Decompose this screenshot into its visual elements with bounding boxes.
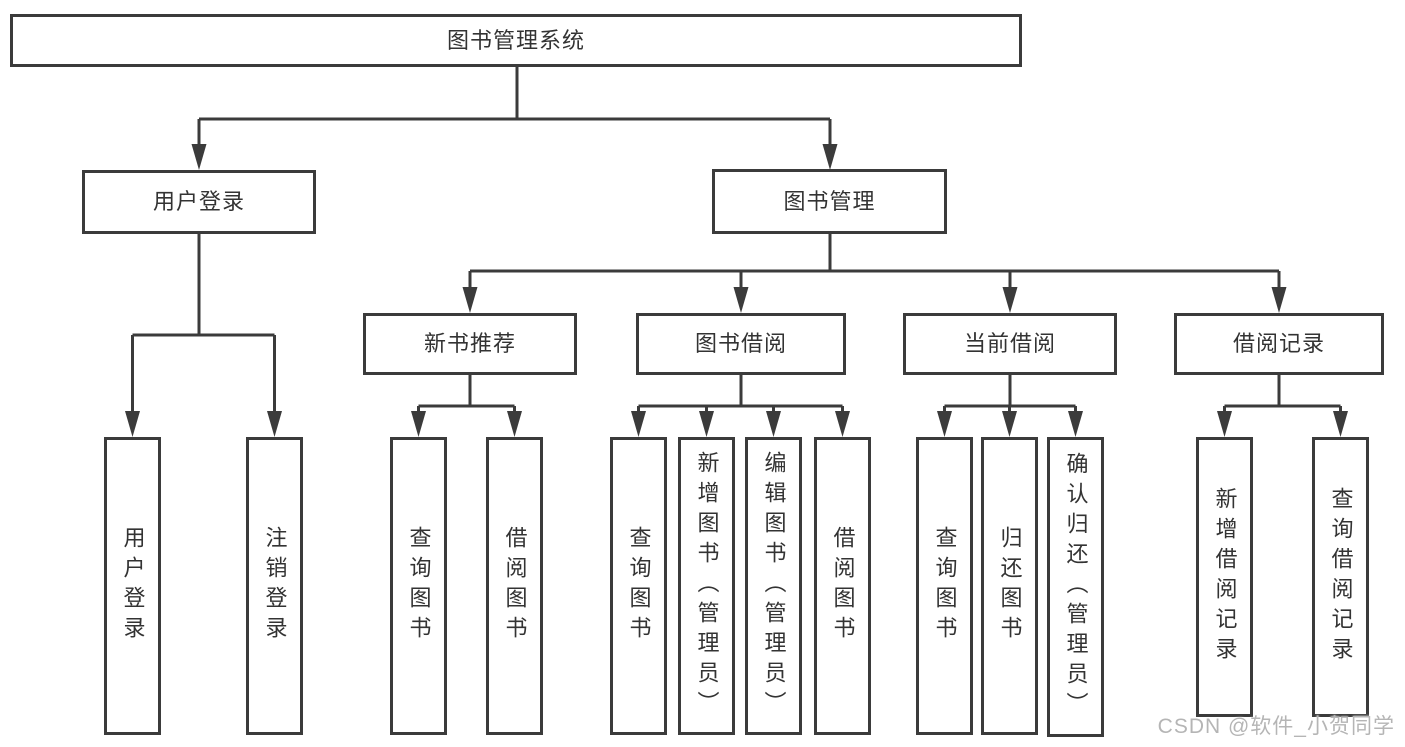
leaf-logout-label: 注销登录 — [262, 526, 288, 646]
leaf-user-login: 用户登录 — [104, 437, 161, 735]
arrow-icon — [1271, 287, 1287, 313]
arrowheads — [125, 144, 1348, 437]
leaf-query-borrow-record: 查询借阅记录 — [1312, 437, 1369, 717]
node-current-borrow-label: 当前借阅 — [963, 331, 1056, 356]
leaf-add-borrow-record-label: 新增借阅记录 — [1212, 487, 1238, 667]
leaf-edit-books-admin-label: 编辑图书（管理员） — [761, 451, 787, 721]
csdn-watermark: CSDN @软件_小贺同学 — [1157, 715, 1395, 738]
arrow-icon — [835, 411, 850, 437]
arrow-icon — [1002, 287, 1018, 313]
node-book-management-label: 图书管理 — [783, 188, 876, 214]
leaf-return-books: 归还图书 — [981, 437, 1038, 735]
node-book-management: 图书管理 — [712, 169, 947, 234]
leaf-confirm-return-admin-label: 确认归还（管理员） — [1063, 452, 1089, 722]
node-root-system: 图书管理系统 — [10, 14, 1022, 67]
arrow-icon — [507, 411, 522, 437]
leaf-query-books-2: 查询图书 — [610, 437, 667, 735]
leaf-confirm-return-admin: 确认归还（管理员） — [1047, 437, 1104, 737]
leaf-query-borrow-record-label: 查询借阅记录 — [1328, 487, 1354, 667]
leaf-query-books-2-label: 查询图书 — [626, 526, 652, 646]
leaf-query-books-1: 查询图书 — [390, 437, 447, 735]
arrow-icon — [1068, 411, 1083, 437]
leaf-add-books-admin: 新增图书（管理员） — [678, 437, 735, 735]
node-new-book-recommend-label: 新书推荐 — [423, 331, 516, 356]
node-root-label: 图书管理系统 — [446, 27, 585, 53]
leaf-logout: 注销登录 — [246, 437, 303, 735]
node-book-borrow: 图书借阅 — [636, 313, 846, 375]
arrow-icon — [733, 287, 749, 313]
arrow-icon — [191, 144, 207, 170]
arrow-icon — [631, 411, 646, 437]
node-user-login-label: 用户登录 — [152, 189, 245, 214]
leaf-borrow-books-1-label: 借阅图书 — [502, 526, 528, 646]
leaf-query-books-3: 查询图书 — [916, 437, 973, 735]
connector-root-to-level2 — [197, 67, 832, 146]
leaf-add-borrow-record: 新增借阅记录 — [1196, 437, 1253, 717]
node-borrow-records-label: 借阅记录 — [1232, 331, 1325, 356]
leaf-user-login-label: 用户登录 — [120, 526, 146, 646]
node-user-login: 用户登录 — [82, 170, 316, 234]
leaf-query-books-1-label: 查询图书 — [406, 526, 432, 646]
connector-new-book-rec-to-children — [417, 375, 516, 413]
leaf-borrow-books-2: 借阅图书 — [814, 437, 871, 735]
node-new-book-recommend: 新书推荐 — [363, 313, 577, 375]
leaf-add-books-admin-label: 新增图书（管理员） — [694, 451, 720, 721]
arrow-icon — [462, 287, 478, 313]
arrow-icon — [267, 411, 282, 437]
leaf-borrow-books-2-label: 借阅图书 — [830, 526, 856, 646]
leaf-borrow-books-1: 借阅图书 — [486, 437, 543, 735]
leaf-edit-books-admin: 编辑图书（管理员） — [745, 437, 802, 735]
arrow-icon — [822, 144, 838, 170]
arrow-icon — [1217, 411, 1232, 437]
arrow-icon — [125, 411, 140, 437]
arrow-icon — [937, 411, 952, 437]
connector-book-borrow-to-children — [637, 375, 844, 413]
node-borrow-records: 借阅记录 — [1174, 313, 1384, 375]
connector-user-login-to-children — [131, 234, 276, 413]
connector-book-management-to-level3 — [468, 234, 1281, 290]
connector-borrow-records-to-children — [1223, 375, 1342, 413]
node-book-borrow-label: 图书借阅 — [694, 331, 787, 356]
node-current-borrow: 当前借阅 — [903, 313, 1117, 375]
leaf-query-books-3-label: 查询图书 — [932, 526, 958, 646]
arrow-icon — [699, 411, 714, 437]
connector-current-borrow-to-children — [943, 375, 1077, 413]
arrow-icon — [1333, 411, 1348, 437]
leaf-return-books-label: 归还图书 — [997, 526, 1023, 646]
arrow-icon — [411, 411, 426, 437]
arrow-icon — [1002, 411, 1017, 437]
arrow-icon — [766, 411, 781, 437]
